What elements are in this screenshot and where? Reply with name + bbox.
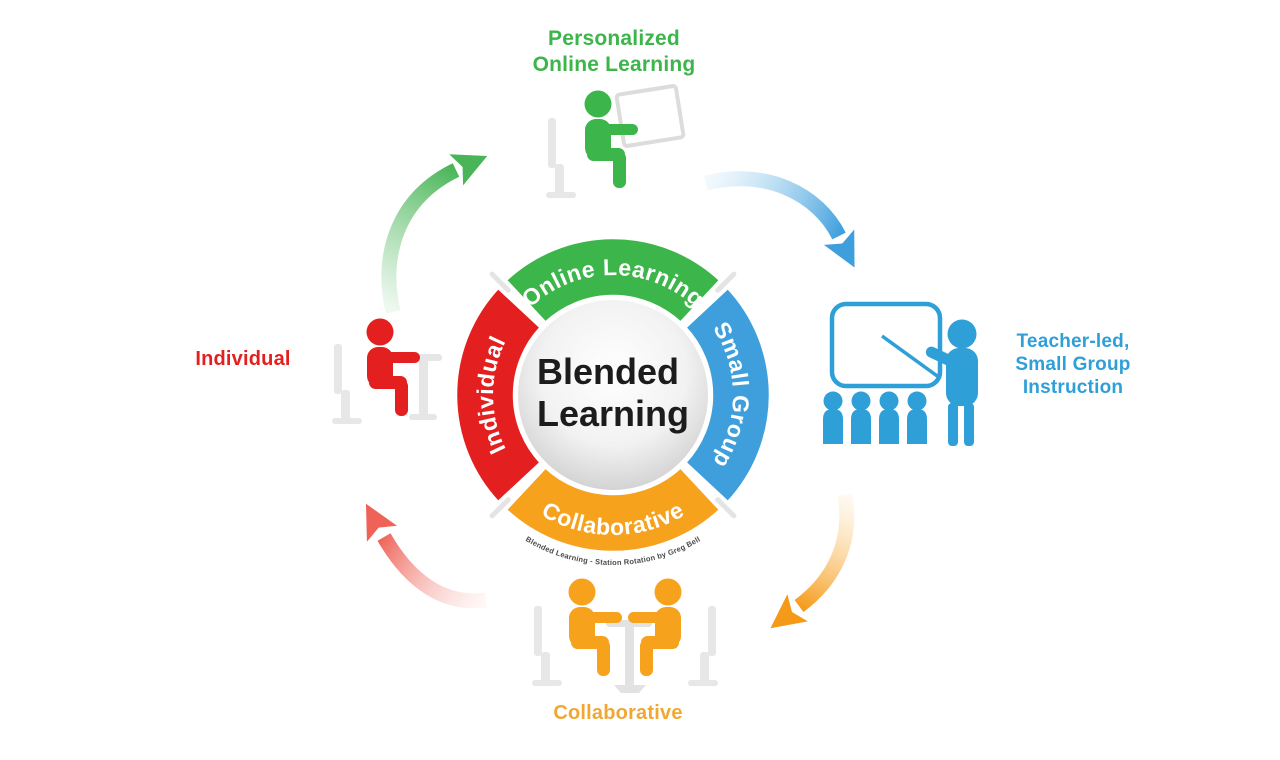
- cycle-arrow-bottom-right-icon: [770, 493, 855, 629]
- chair-icon: [546, 118, 576, 198]
- label-collaborative: Collaborative: [553, 702, 683, 724]
- two-people-at-table-icon: [532, 578, 718, 693]
- seated-person-icon: [366, 318, 420, 416]
- table-icon: [606, 620, 652, 693]
- computer-screen-icon: [614, 84, 686, 148]
- segment-small-group: [683, 286, 772, 504]
- cycle-arrow-top-right-icon: [704, 171, 855, 268]
- seated-person-icon: [568, 578, 622, 676]
- whiteboard-icon: [829, 301, 943, 389]
- person-at-computer-icon: [546, 84, 686, 198]
- segment-collaborative: [504, 465, 722, 554]
- center-circle: [518, 300, 708, 490]
- teacher-icon: [925, 319, 978, 446]
- rotation-ring: [454, 236, 772, 554]
- desk-icon: [404, 354, 442, 420]
- chair-icon: [532, 606, 562, 686]
- segment-individual: [454, 286, 543, 504]
- segment-divider-ticks: [489, 271, 737, 519]
- segment-online-learning: [504, 236, 722, 325]
- chair-icon: [688, 606, 718, 686]
- label-individual: Individual: [195, 348, 291, 370]
- pointer-stick-icon: [880, 334, 942, 380]
- label-teacher-led-small-group-instruction: Teacher-led, Small Group Instruction: [1015, 331, 1131, 399]
- teacher-whiteboard-class-icon: [823, 301, 978, 446]
- person-at-desk-icon: [332, 318, 442, 424]
- cycle-arrow-top-left-icon: [381, 154, 488, 314]
- chair-icon: [332, 344, 362, 424]
- cycle-arrow-bottom-left-icon: [365, 503, 488, 609]
- label-personalized-online-learning: Personalized Online Learning: [532, 27, 696, 76]
- student-group-icon: [823, 391, 927, 444]
- center-title: Blended Learning: [537, 351, 689, 434]
- seated-person-icon: [628, 578, 682, 676]
